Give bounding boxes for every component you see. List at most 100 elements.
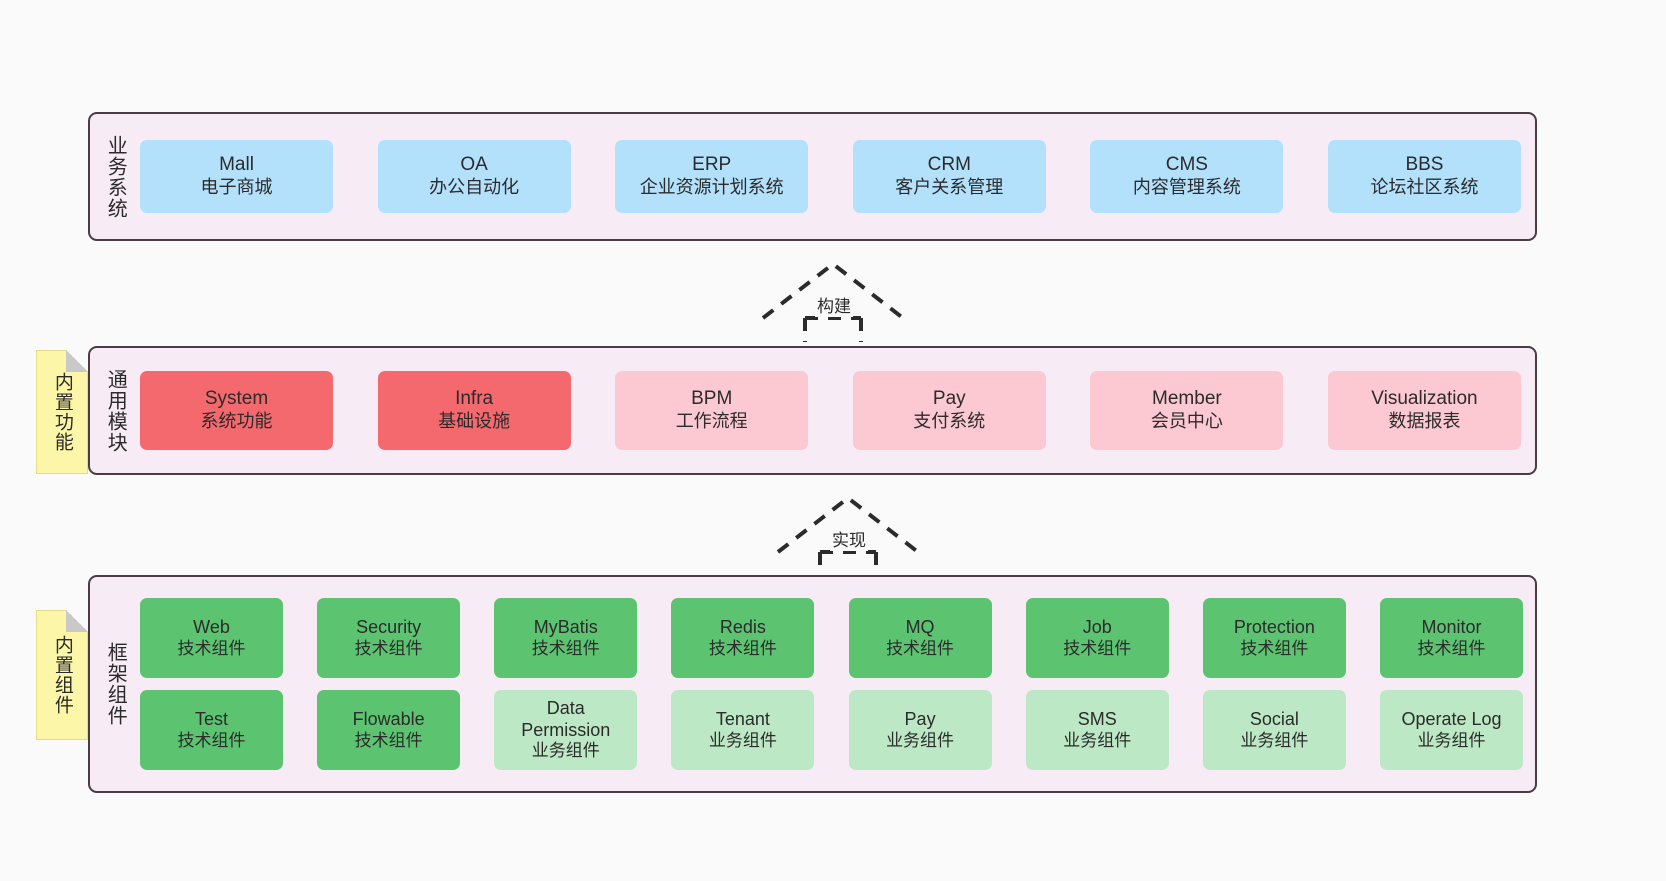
connector-label-build: 构建: [815, 292, 853, 317]
node-title-en: MQ: [905, 617, 935, 637]
node-pay-module[interactable]: Pay 支付系统: [852, 371, 1046, 450]
layer-body-modules: System 系统功能 Infra 基础设施 BPM 工作流程 Pay 支付系统…: [140, 348, 1535, 473]
node-pay-component[interactable]: Pay 业务组件: [848, 690, 992, 770]
node-title-cn: 技术组件: [354, 638, 423, 658]
node-title-cn: 内容管理系统: [1132, 177, 1241, 198]
node-title-cn: 业务组件: [1240, 730, 1309, 750]
node-title-cn: 技术组件: [886, 638, 955, 658]
layer-title-modules: 通用模块: [104, 368, 127, 453]
node-title-cn: 客户关系管理: [895, 177, 1004, 198]
node-title-cn: 业务组件: [1063, 730, 1132, 750]
node-title-cn: 论坛社区系统: [1370, 177, 1479, 198]
node-row: Web 技术组件 Security 技术组件 MyBatis 技术组件 Redi…: [140, 598, 1523, 678]
node-title-en: Pay: [904, 709, 936, 729]
node-title-cn: 业务组件: [708, 730, 777, 750]
node-row: Test 技术组件 Flowable 技术组件 Data Permission …: [140, 690, 1523, 770]
node-social[interactable]: Social 业务组件: [1202, 690, 1346, 770]
node-visualization[interactable]: Visualization 数据报表: [1327, 371, 1521, 450]
node-title-cn: 技术组件: [354, 730, 423, 750]
node-title-cn: 电子商城: [200, 177, 273, 198]
node-title-cn: 技术组件: [177, 730, 246, 750]
node-title-cn: 会员中心: [1150, 411, 1223, 432]
layer-business-systems: 业务系统 Mall 电子商城 OA 办公自动化 ERP 企业资源计划系统 CRM…: [88, 112, 1537, 241]
sticky-note-builtin-components: 内置组件: [36, 610, 88, 740]
node-title-cn: 办公自动化: [429, 177, 520, 198]
node-bbs[interactable]: BBS 论坛社区系统: [1327, 140, 1521, 213]
node-title-en: CRM: [927, 154, 971, 176]
node-title-en: Security: [356, 617, 422, 637]
node-infra[interactable]: Infra 基础设施: [377, 371, 571, 450]
layer-body-framework: Web 技术组件 Security 技术组件 MyBatis 技术组件 Redi…: [140, 577, 1535, 791]
node-row: Mall 电子商城 OA 办公自动化 ERP 企业资源计划系统 CRM 客户关系…: [140, 140, 1521, 213]
node-title-cn: 业务组件: [531, 741, 600, 761]
node-title-en: Job: [1082, 617, 1112, 637]
node-oa[interactable]: OA 办公自动化: [377, 140, 571, 213]
node-tenant[interactable]: Tenant 业务组件: [671, 690, 815, 770]
node-title-en: Infra: [455, 388, 494, 410]
node-title-cn: 业务组件: [886, 730, 955, 750]
node-test[interactable]: Test 技术组件: [140, 690, 283, 770]
node-title-en: SMS: [1077, 709, 1117, 729]
node-title-en: Visualization: [1371, 388, 1478, 410]
node-title-cn: 业务组件: [1417, 730, 1486, 750]
node-title-en: Mall: [219, 154, 254, 176]
node-title-en: Member: [1152, 388, 1222, 410]
node-crm[interactable]: CRM 客户关系管理: [852, 140, 1046, 213]
node-title-cn: 技术组件: [1063, 638, 1132, 658]
node-title-en: Tenant: [715, 709, 770, 729]
node-title-cn: 技术组件: [708, 638, 777, 658]
node-erp[interactable]: ERP 企业资源计划系统: [615, 140, 809, 213]
node-title-en: Monitor: [1421, 617, 1482, 637]
node-title-cn: 企业资源计划系统: [639, 177, 784, 198]
node-title-en: Protection: [1233, 617, 1315, 637]
layer-common-modules: 通用模块 System 系统功能 Infra 基础设施 BPM 工作流程 Pay…: [88, 346, 1537, 475]
node-data-permission[interactable]: Data Permission 业务组件: [494, 690, 638, 770]
node-title-en: CMS: [1165, 154, 1208, 176]
node-monitor[interactable]: Monitor 技术组件: [1379, 598, 1523, 678]
node-title-cn: 技术组件: [177, 638, 246, 658]
node-mq[interactable]: MQ 技术组件: [848, 598, 992, 678]
sticky-note-builtin-features: 内置功能: [36, 350, 88, 474]
node-mybatis[interactable]: MyBatis 技术组件: [494, 598, 638, 678]
node-title-en: Flowable: [352, 709, 425, 729]
node-title-en: ERP: [692, 154, 732, 176]
node-title-en: BBS: [1405, 154, 1444, 176]
node-sms[interactable]: SMS 业务组件: [1025, 690, 1169, 770]
node-flowable[interactable]: Flowable 技术组件: [317, 690, 461, 770]
node-title-cn: 基础设施: [438, 411, 511, 432]
node-system[interactable]: System 系统功能: [140, 371, 333, 450]
node-title-cn: 技术组件: [531, 638, 600, 658]
connector-label-implement: 实现: [830, 526, 868, 551]
hollow-arrow-head-icon: [776, 495, 920, 554]
node-operate-log[interactable]: Operate Log 业务组件: [1379, 690, 1523, 770]
layer-framework-components: 框架组件 Web 技术组件 Security 技术组件 MyBatis 技术组件…: [88, 575, 1537, 793]
node-job[interactable]: Job 技术组件: [1025, 598, 1169, 678]
node-title-en: Web: [193, 617, 230, 637]
node-protection[interactable]: Protection 技术组件: [1202, 598, 1346, 678]
node-title-en: BPM: [691, 388, 733, 410]
node-title-cn: 工作流程: [675, 411, 748, 432]
node-title-cn: 技术组件: [1417, 638, 1486, 658]
node-title-en: Pay: [932, 388, 966, 410]
node-member[interactable]: Member 会员中心: [1090, 371, 1284, 450]
node-redis[interactable]: Redis 技术组件: [671, 598, 815, 678]
node-title-en: Social: [1249, 709, 1299, 729]
node-title-cn: 技术组件: [1240, 638, 1309, 658]
node-bpm[interactable]: BPM 工作流程: [615, 371, 809, 450]
node-web[interactable]: Web 技术组件: [140, 598, 283, 678]
node-mall[interactable]: Mall 电子商城: [140, 140, 333, 213]
node-title-en: MyBatis: [533, 617, 598, 637]
node-title-en: Redis: [719, 617, 766, 637]
connector-build: 构建: [753, 258, 913, 342]
node-security[interactable]: Security 技术组件: [317, 598, 461, 678]
node-title-en: Test: [194, 709, 228, 729]
node-title-en: OA: [460, 154, 488, 176]
node-title-en: Data Permission: [521, 698, 611, 740]
layer-title-business: 业务系统: [104, 134, 127, 219]
node-cms[interactable]: CMS 内容管理系统: [1090, 140, 1284, 213]
node-row: System 系统功能 Infra 基础设施 BPM 工作流程 Pay 支付系统…: [140, 371, 1521, 450]
node-title-en: System: [204, 388, 269, 410]
connector-implement: 实现: [768, 492, 928, 576]
layer-body-business: Mall 电子商城 OA 办公自动化 ERP 企业资源计划系统 CRM 客户关系…: [140, 114, 1535, 239]
